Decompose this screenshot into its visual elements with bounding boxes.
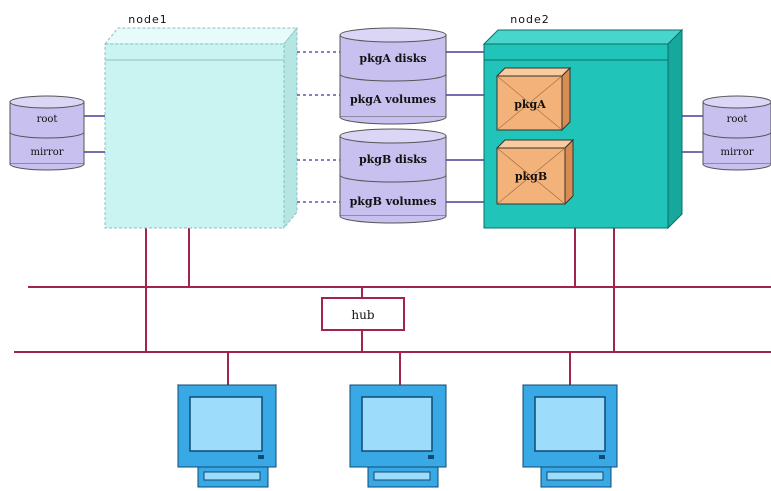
disk-stack-pkgB: pkgB disks pkgB volumes [339, 128, 447, 224]
node1: node1 [103, 13, 299, 230]
pkgB-disks-label: pkgB disks [359, 153, 427, 166]
node1-mirror-label: mirror [30, 147, 63, 158]
disk-stack-node2-root: root mirror [682, 95, 771, 171]
workstation-1-screen [189, 396, 263, 452]
network [14, 228, 771, 385]
pkgA-volumes-label: pkgA volumes [350, 93, 436, 106]
node1-label: node1 [128, 13, 167, 26]
workstation-2-screen [361, 396, 433, 452]
hub-label: hub [351, 308, 374, 322]
node2-disk-connections [446, 51, 484, 203]
pkgB-volumes-label: pkgB volumes [350, 195, 437, 208]
hub: hub [321, 297, 405, 331]
package-pkgB: pkgB [495, 138, 575, 206]
workstation-3-screen [534, 396, 606, 452]
package-pkgA: pkgA [495, 66, 572, 132]
pkgB-label: pkgB [515, 170, 547, 183]
node1-root-label: root [37, 114, 58, 125]
workstation-1 [176, 384, 278, 488]
node2-root-label: root [727, 114, 748, 125]
pkgA-label: pkgA [514, 98, 546, 111]
node1-disk-connections [297, 51, 340, 203]
workstation-3 [522, 384, 618, 488]
workstation-2 [349, 384, 447, 488]
disk-stack-node1-root: root mirror [9, 95, 105, 171]
pkgA-disks-label: pkgA disks [359, 52, 426, 65]
node2-label: node2 [510, 13, 549, 26]
node2-mirror-label: mirror [720, 147, 753, 158]
disk-stack-pkgA: pkgA disks pkgA volumes [339, 27, 447, 125]
